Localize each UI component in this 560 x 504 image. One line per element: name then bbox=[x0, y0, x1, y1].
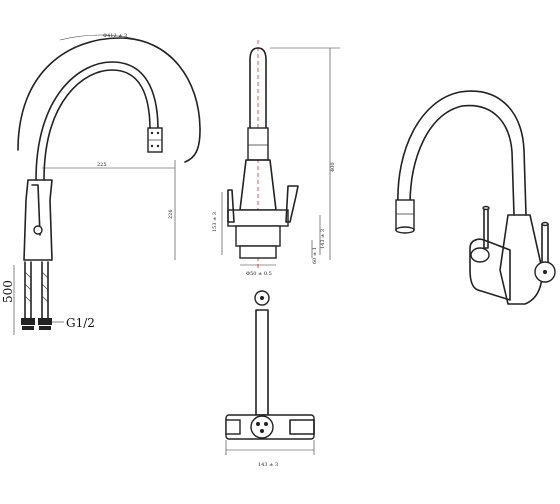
spout-inner bbox=[43, 69, 151, 181]
side-body bbox=[23, 179, 53, 261]
perspective-spray-head bbox=[395, 199, 415, 231]
front-spout bbox=[249, 47, 267, 131]
thread-label: G1/2 bbox=[66, 316, 95, 330]
front-base bbox=[235, 225, 281, 247]
side-lever bbox=[31, 184, 41, 236]
base-diameter-label: Φ50 ± 0.5 bbox=[246, 271, 272, 277]
perspective-view bbox=[395, 90, 556, 305]
base-height-label: 60 ± 1 bbox=[312, 247, 318, 264]
side-view: Φ412 ± 3 225 226 500 G1/2 bbox=[1, 33, 201, 335]
handle-height-label: 143 ± 3 bbox=[320, 229, 326, 249]
front-crossbar bbox=[227, 209, 289, 227]
hose-right bbox=[41, 261, 49, 321]
perspective-left-housing bbox=[469, 238, 511, 301]
hose-left bbox=[24, 261, 32, 321]
front-spray-head bbox=[247, 127, 269, 161]
side-height-label: 226 bbox=[168, 209, 174, 219]
body-height-label: 153 ± 3 bbox=[212, 212, 218, 232]
total-height-label: 400 bbox=[330, 162, 336, 172]
spout-outer bbox=[35, 61, 159, 181]
plan-view: 143 ± 3 bbox=[225, 290, 315, 468]
plan-spout bbox=[255, 309, 269, 416]
hose-length-label: 500 bbox=[1, 280, 15, 303]
thread-fitting-left bbox=[21, 318, 35, 325]
perspective-body bbox=[499, 214, 543, 305]
plan-handle bbox=[289, 419, 315, 435]
perspective-spout-inner bbox=[409, 104, 515, 216]
outer-spout-arc bbox=[17, 37, 201, 163]
front-view: 400 153 ± 3 143 ± 3 60 ± 1 Φ50 ± 0.5 bbox=[212, 40, 340, 277]
front-handle-right bbox=[285, 185, 299, 223]
reach-label: 225 bbox=[97, 162, 107, 168]
front-handle-left bbox=[227, 189, 235, 223]
perspective-handle-left bbox=[483, 207, 489, 249]
thread-fitting-right bbox=[38, 318, 52, 325]
top-arc-label: Φ412 ± 3 bbox=[103, 33, 127, 39]
plan-length-label: 143 ± 3 bbox=[258, 462, 278, 468]
perspective-spout-outer bbox=[397, 90, 527, 216]
